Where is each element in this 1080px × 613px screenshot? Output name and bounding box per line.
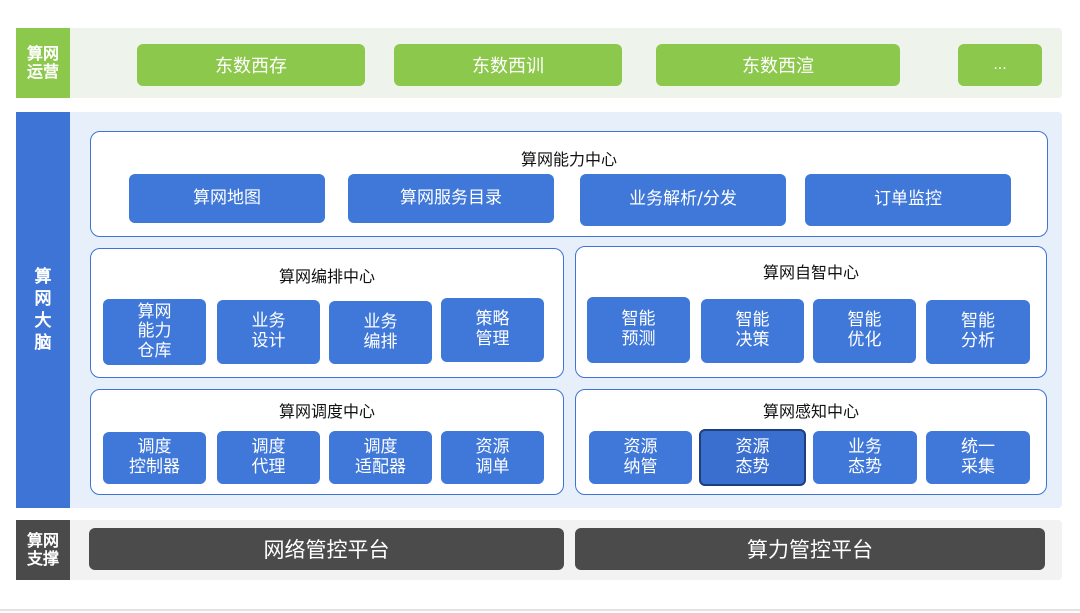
orchestration-item-policy[interactable]: 策略 管理 <box>441 298 544 362</box>
bottom-divider <box>0 609 1080 611</box>
operations-item-more[interactable]: ... <box>958 44 1042 86</box>
capability-item-catalog[interactable]: 算网服务目录 <box>348 174 554 223</box>
perception-item-business-status[interactable]: 业务 态势 <box>813 431 917 484</box>
orchestration-item-design[interactable]: 业务 设计 <box>217 300 320 364</box>
autonomy-item-decide[interactable]: 智能 决策 <box>701 299 804 363</box>
perception-item-resource-status[interactable]: 资源 态势 <box>699 429 806 486</box>
scheduling-item-controller[interactable]: 调度 控制器 <box>103 432 206 484</box>
perception-item-collect[interactable]: 统一 采集 <box>926 431 1030 484</box>
capability-center-title: 算网能力中心 <box>520 150 617 169</box>
compute-control-platform[interactable]: 算力管控平台 <box>575 528 1045 570</box>
capability-item-parse[interactable]: 业务解析/分发 <box>580 174 786 226</box>
orchestration-item-repo[interactable]: 算网 能力 仓库 <box>103 299 206 365</box>
operations-label: 算网 运营 <box>16 28 70 98</box>
scheduling-item-agent[interactable]: 调度 代理 <box>217 431 320 484</box>
brain-label: 算 网 大 脑 <box>16 112 70 508</box>
autonomy-item-predict[interactable]: 智能 预测 <box>587 297 690 363</box>
scheduling-item-order[interactable]: 资源 调单 <box>441 431 544 484</box>
operations-item-storage[interactable]: 东数西存 <box>137 44 365 86</box>
operations-item-rendering[interactable]: 东数西渲 <box>656 44 900 86</box>
autonomy-item-optimize[interactable]: 智能 优化 <box>813 299 916 363</box>
scheduling-item-adapter[interactable]: 调度 适配器 <box>329 431 432 484</box>
capability-item-order[interactable]: 订单监控 <box>805 174 1011 226</box>
network-control-platform[interactable]: 网络管控平台 <box>89 528 564 570</box>
autonomy-item-analyze[interactable]: 智能 分析 <box>926 300 1030 364</box>
support-label: 算网 支撑 <box>16 520 70 580</box>
perception-center-title: 算网感知中心 <box>762 402 859 421</box>
perception-item-manage[interactable]: 资源 纳管 <box>589 431 692 484</box>
orchestration-center-title: 算网编排中心 <box>278 267 375 286</box>
orchestration-item-arrange[interactable]: 业务 编排 <box>329 301 432 364</box>
operations-item-training[interactable]: 东数西训 <box>394 44 622 86</box>
autonomy-center-title: 算网自智中心 <box>762 263 859 282</box>
scheduling-center-title: 算网调度中心 <box>278 402 375 421</box>
capability-item-map[interactable]: 算网地图 <box>129 174 325 223</box>
